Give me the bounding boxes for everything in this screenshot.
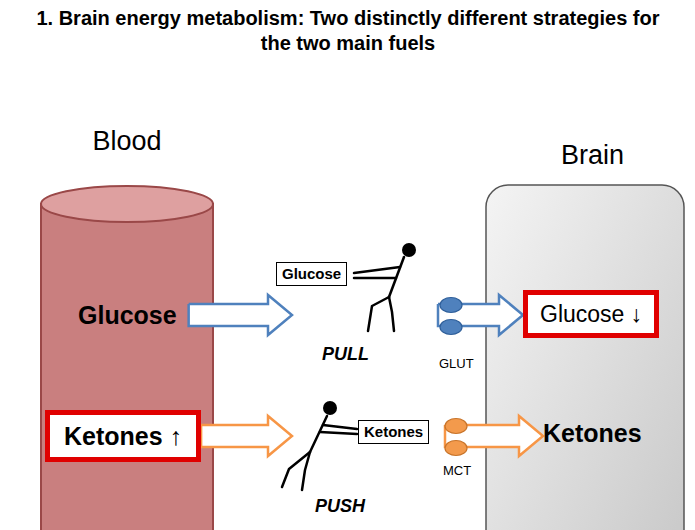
glucose-flow-arrow [189,295,523,335]
diagram-title: 1. Brain energy metabolism: Two distinct… [28,6,668,56]
push-figure [282,401,357,490]
highlight-box: Glucose ↓ [523,290,659,338]
brain-outline [486,185,684,530]
mct-transporter [445,419,467,434]
node-text: Ketones ↑ [64,421,182,451]
action-label: PUSH [315,496,365,517]
action-label: PULL [322,344,369,365]
transporter-label: GLUT [439,356,474,371]
region-heading: Blood [40,122,214,157]
cylinder-body [41,204,213,530]
carried-box: Glucose [276,262,347,286]
node-text: Ketones [543,418,642,448]
figure-head [402,243,416,257]
figure-head [323,401,337,415]
ketone-flow-arrow [201,416,543,456]
node-text: Ketones [364,423,423,441]
pull-figure [354,243,416,331]
blood-vessel: BloodGlucoseKetones ↑ [40,122,214,530]
node-text: Glucose ↓ [540,300,642,328]
node-text: Glucose [78,300,177,330]
figure-leg [302,452,310,490]
cylinder-top [41,186,213,222]
figure-arm [354,277,396,280]
region-heading: Brain [485,136,685,171]
glut-transporter [440,320,462,335]
fuel-text: Ketones [543,418,642,448]
brain-box: BrainGlucose ↓ Ketones [485,136,685,530]
fuel-text: Glucose [78,300,189,330]
figure-body [310,416,327,452]
node-text: Glucose [282,265,341,283]
highlight-box: Ketones ↑ [45,410,201,462]
transporter-label: MCT [443,463,471,478]
figure-arm [320,432,357,434]
carried-box: Ketones [358,420,429,444]
figure-arm [354,267,400,273]
figure-arm [323,425,357,429]
glut-transporter [440,298,462,313]
mct-transporter [445,441,467,456]
figure-leg [368,297,389,331]
figure-leg [389,297,394,331]
